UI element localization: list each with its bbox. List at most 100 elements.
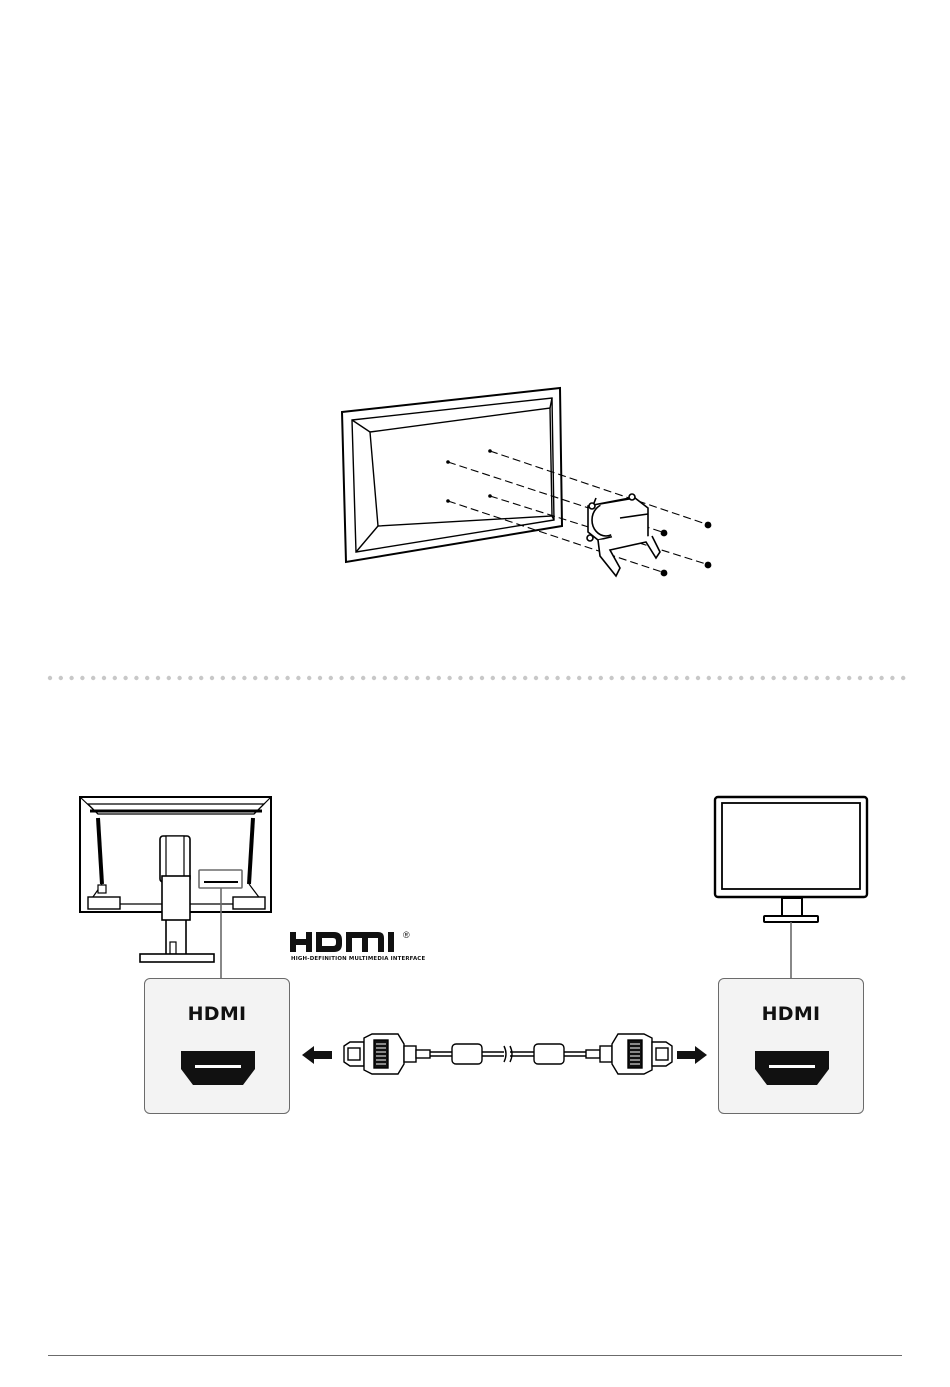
divider-dot <box>534 676 538 680</box>
divider-dot <box>836 676 840 680</box>
divider-dot <box>566 676 570 680</box>
divider-dot <box>804 676 808 680</box>
divider-dot <box>415 676 419 680</box>
divider-dot <box>91 676 95 680</box>
divider-dot <box>901 676 905 680</box>
divider-dot <box>879 676 883 680</box>
monitor-rear-view <box>78 794 278 968</box>
divider-dot <box>793 676 797 680</box>
divider-dot <box>156 676 160 680</box>
divider-dot <box>285 676 289 680</box>
divider-dot <box>372 676 376 680</box>
screw-icon <box>661 522 712 577</box>
divider-dot <box>696 676 700 680</box>
divider-dot <box>642 676 646 680</box>
divider-dot <box>663 676 667 680</box>
divider-dot <box>69 676 73 680</box>
divider-dot <box>447 676 451 680</box>
divider-dot <box>48 676 52 680</box>
divider-dot <box>577 676 581 680</box>
divider-dot <box>858 676 862 680</box>
divider-dot <box>242 676 246 680</box>
external-monitor <box>712 794 872 934</box>
divider-dot <box>59 676 63 680</box>
divider-dot <box>825 676 829 680</box>
divider-dot <box>339 676 343 680</box>
divider-dot <box>761 676 765 680</box>
divider-dot <box>707 676 711 680</box>
divider-dot <box>501 676 505 680</box>
port-label-right: HDMI <box>719 1003 863 1025</box>
hdmi-registered-mark: ® <box>403 930 410 940</box>
divider-dot <box>167 676 171 680</box>
divider-dot <box>145 676 149 680</box>
divider-dot <box>685 676 689 680</box>
divider-dot <box>318 676 322 680</box>
monitor-hdmi-port-panel: HDMI <box>718 978 864 1114</box>
divider-dot <box>458 676 462 680</box>
mounting-bracket <box>587 494 660 576</box>
divider-dot <box>426 676 430 680</box>
divider-dot <box>545 676 549 680</box>
divider-dot <box>264 676 268 680</box>
divider-dot <box>739 676 743 680</box>
divider-dot <box>588 676 592 680</box>
divider-dot <box>469 676 473 680</box>
divider-dot <box>113 676 117 680</box>
divider-dot <box>404 676 408 680</box>
divider-dot <box>674 676 678 680</box>
divider-dot <box>815 676 819 680</box>
mount-installation-illustration <box>330 380 730 590</box>
arrow-left-icon <box>302 1046 332 1064</box>
divider-dot <box>221 676 225 680</box>
divider-dot <box>134 676 138 680</box>
divider-dot <box>890 676 894 680</box>
divider-dot <box>523 676 527 680</box>
divider-dot <box>555 676 559 680</box>
divider-dot <box>253 676 257 680</box>
divider-dot <box>350 676 354 680</box>
divider-dot <box>512 676 516 680</box>
divider-dot <box>80 676 84 680</box>
divider-dot <box>869 676 873 680</box>
divider-dot <box>275 676 279 680</box>
hdmi-logo <box>290 931 402 953</box>
section-divider <box>40 672 910 684</box>
hdmi-tagline: HIGH-DEFINITION MULTIMEDIA INTERFACE <box>291 956 425 962</box>
divider-dot <box>188 676 192 680</box>
divider-dot <box>361 676 365 680</box>
divider-dot <box>847 676 851 680</box>
divider-dot <box>620 676 624 680</box>
divider-dot <box>491 676 495 680</box>
hdmi-port-icon <box>181 1051 255 1087</box>
divider-dot <box>329 676 333 680</box>
divider-dot <box>296 676 300 680</box>
divider-dot <box>210 676 214 680</box>
callout-line-left <box>218 888 224 980</box>
port-label-left: HDMI <box>145 1003 289 1025</box>
arrow-right-icon <box>677 1046 707 1064</box>
divider-dot <box>393 676 397 680</box>
divider-dot <box>123 676 127 680</box>
pc-hdmi-port-panel: HDMI <box>144 978 290 1114</box>
divider-dot <box>771 676 775 680</box>
divider-dot <box>717 676 721 680</box>
callout-line-right <box>788 922 794 980</box>
divider-dot <box>599 676 603 680</box>
footer-rule <box>48 1355 902 1356</box>
hdmi-cable-icon <box>342 1030 674 1082</box>
divider-dot <box>480 676 484 680</box>
divider-dot <box>728 676 732 680</box>
divider-dot <box>307 676 311 680</box>
divider-dot <box>199 676 203 680</box>
divider-dot <box>383 676 387 680</box>
divider-dot <box>609 676 613 680</box>
divider-dot <box>653 676 657 680</box>
divider-dot <box>782 676 786 680</box>
divider-dot <box>177 676 181 680</box>
hdmi-port-icon <box>755 1051 829 1087</box>
divider-dot <box>102 676 106 680</box>
divider-dot <box>631 676 635 680</box>
divider-dot <box>437 676 441 680</box>
divider-dot <box>231 676 235 680</box>
